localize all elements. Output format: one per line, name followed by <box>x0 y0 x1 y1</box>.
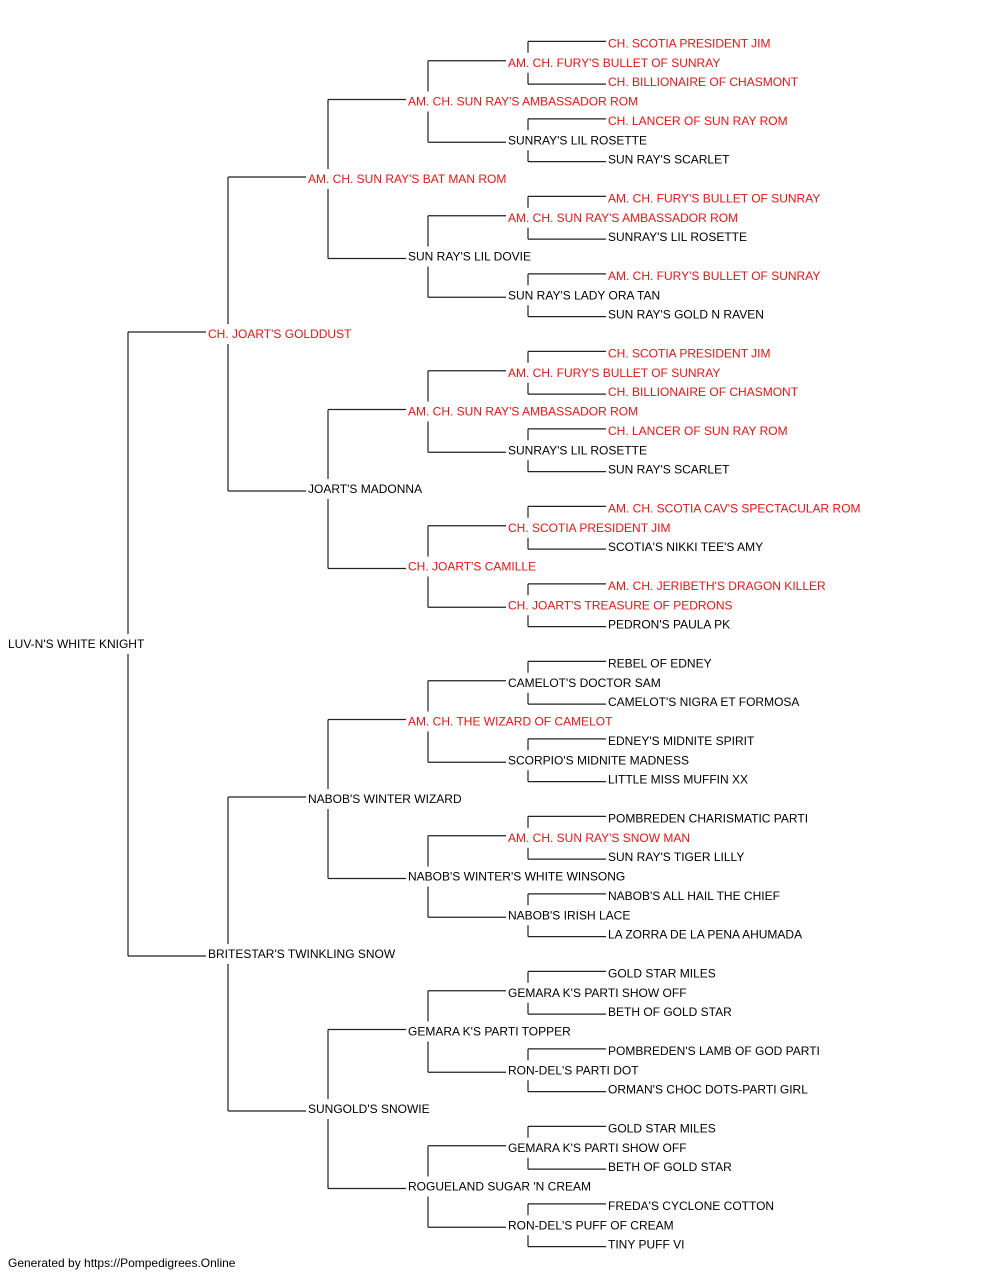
ancestor-label-gen4: CAMELOT'S DOCTOR SAM <box>508 676 661 690</box>
ancestor-label-gen5: SUN RAY'S SCARLET <box>608 153 730 167</box>
ancestor-label-gen3: ROGUELAND SUGAR 'N CREAM <box>408 1180 591 1194</box>
ancestor-label-gen3: AM. CH. SUN RAY'S AMBASSADOR ROM <box>408 405 638 419</box>
connector-lines <box>127 40 606 1248</box>
ancestor-label-gen4: AM. CH. SUN RAY'S AMBASSADOR ROM <box>508 211 738 225</box>
ancestor-label-gen3: SUN RAY'S LIL DOVIE <box>408 250 531 264</box>
ancestor-label-gen4: GEMARA K'S PARTI SHOW OFF <box>508 986 687 1000</box>
ancestor-label-gen1: BRITESTAR'S TWINKLING SNOW <box>208 947 396 961</box>
ancestor-label-gen2: NABOB'S WINTER WIZARD <box>308 792 462 806</box>
ancestor-label-gen3: AM. CH. SUN RAY'S AMBASSADOR ROM <box>408 95 638 109</box>
ancestor-label-gen4: SUNRAY'S LIL ROSETTE <box>508 443 647 457</box>
ancestor-label-gen5: CH. LANCER OF SUN RAY ROM <box>608 114 788 128</box>
footer-credit: Generated by https://Pompedigrees.Online <box>8 1256 236 1270</box>
ancestor-label-gen3: NABOB'S WINTER'S WHITE WINSONG <box>408 870 625 884</box>
ancestor-label-gen2: AM. CH. SUN RAY'S BAT MAN ROM <box>308 172 506 186</box>
ancestor-label-gen5: SUN RAY'S GOLD N RAVEN <box>608 308 764 322</box>
ancestor-label-gen5: CH. LANCER OF SUN RAY ROM <box>608 424 788 438</box>
ancestor-label-gen5: POMBREDEN CHARISMATIC PARTI <box>608 811 808 825</box>
ancestor-label-gen4: NABOB'S IRISH LACE <box>508 908 630 922</box>
ancestor-label-gen5: BETH OF GOLD STAR <box>608 1005 732 1019</box>
ancestor-label-gen5: SUN RAY'S TIGER LILLY <box>608 850 744 864</box>
ancestor-label-gen4: CH. SCOTIA PRESIDENT JIM <box>508 521 670 535</box>
ancestor-label-gen5: GOLD STAR MILES <box>608 966 716 980</box>
ancestor-label-gen1: CH. JOART'S GOLDDUST <box>208 327 352 341</box>
ancestor-label-gen5: AM. CH. JERIBETH'S DRAGON KILLER <box>608 579 826 593</box>
ancestor-label-gen5: TINY PUFF VI <box>608 1238 684 1252</box>
ancestor-labels: LUV-N'S WHITE KNIGHT CH. JOART'S GOLDDUST… <box>8 36 861 1251</box>
ancestor-label-gen3: AM. CH. THE WIZARD OF CAMELOT <box>408 715 613 729</box>
ancestor-label-gen5: BETH OF GOLD STAR <box>608 1160 732 1174</box>
ancestor-label-gen4: GEMARA K'S PARTI SHOW OFF <box>508 1141 687 1155</box>
ancestor-label-gen4: AM. CH. FURY'S BULLET OF SUNRAY <box>508 56 720 70</box>
ancestor-label-gen4: SUNRAY'S LIL ROSETTE <box>508 133 647 147</box>
ancestor-label-gen5: PEDRON'S PAULA PK <box>608 618 730 632</box>
ancestor-label-gen5: CH. SCOTIA PRESIDENT JIM <box>608 346 770 360</box>
ancestor-label-gen5: REBEL OF EDNEY <box>608 656 712 670</box>
ancestor-label-gen5: GOLD STAR MILES <box>608 1121 716 1135</box>
ancestor-label-gen5: CH. BILLIONAIRE OF CHASMONT <box>608 75 799 89</box>
ancestor-label-gen2: JOART'S MADONNA <box>308 482 422 496</box>
ancestor-label-gen5: LA ZORRA DE LA PENA AHUMADA <box>608 928 802 942</box>
ancestor-label-gen3: CH. JOART'S CAMILLE <box>408 560 536 574</box>
ancestor-label-gen5: POMBREDEN'S LAMB OF GOD PARTI <box>608 1044 820 1058</box>
ancestor-label-gen5: LITTLE MISS MUFFIN XX <box>608 773 748 787</box>
ancestor-label-gen5: AM. CH. FURY'S BULLET OF SUNRAY <box>608 269 820 283</box>
ancestor-label-gen4: AM. CH. SUN RAY'S SNOW MAN <box>508 831 690 845</box>
ancestor-label-gen5: SCOTIA'S NIKKI TEE'S AMY <box>608 540 763 554</box>
ancestor-label-gen4: RON-DEL'S PUFF OF CREAM <box>508 1218 674 1232</box>
ancestor-label-gen0: LUV-N'S WHITE KNIGHT <box>8 637 145 651</box>
ancestor-label-gen4: RON-DEL'S PARTI DOT <box>508 1063 639 1077</box>
ancestor-label-gen5: ORMAN'S CHOC DOTS-PARTI GIRL <box>608 1083 808 1097</box>
ancestor-label-gen5: SUNRAY'S LIL ROSETTE <box>608 230 747 244</box>
ancestor-label-gen5: AM. CH. FURY'S BULLET OF SUNRAY <box>608 191 820 205</box>
ancestor-label-gen5: CH. BILLIONAIRE OF CHASMONT <box>608 385 799 399</box>
ancestor-label-gen4: SUN RAY'S LADY ORA TAN <box>508 288 660 302</box>
ancestor-label-gen5: CH. SCOTIA PRESIDENT JIM <box>608 36 770 50</box>
ancestor-label-gen5: FREDA'S CYCLONE COTTON <box>608 1199 774 1213</box>
ancestor-label-gen4: CH. JOART'S TREASURE OF PEDRONS <box>508 598 733 612</box>
ancestor-label-gen5: NABOB'S ALL HAIL THE CHIEF <box>608 889 780 903</box>
ancestor-label-gen5: SUN RAY'S SCARLET <box>608 463 730 477</box>
ancestor-label-gen4: AM. CH. FURY'S BULLET OF SUNRAY <box>508 366 720 380</box>
ancestor-label-gen2: SUNGOLD'S SNOWIE <box>308 1102 430 1116</box>
ancestor-label-gen5: AM. CH. SCOTIA CAV'S SPECTACULAR ROM <box>608 501 861 515</box>
ancestor-label-gen3: GEMARA K'S PARTI TOPPER <box>408 1025 571 1039</box>
ancestor-label-gen5: CAMELOT'S NIGRA ET FORMOSA <box>608 695 799 709</box>
ancestor-label-gen5: EDNEY'S MIDNITE SPIRIT <box>608 734 755 748</box>
ancestor-label-gen4: SCORPIO'S MIDNITE MADNESS <box>508 753 689 767</box>
